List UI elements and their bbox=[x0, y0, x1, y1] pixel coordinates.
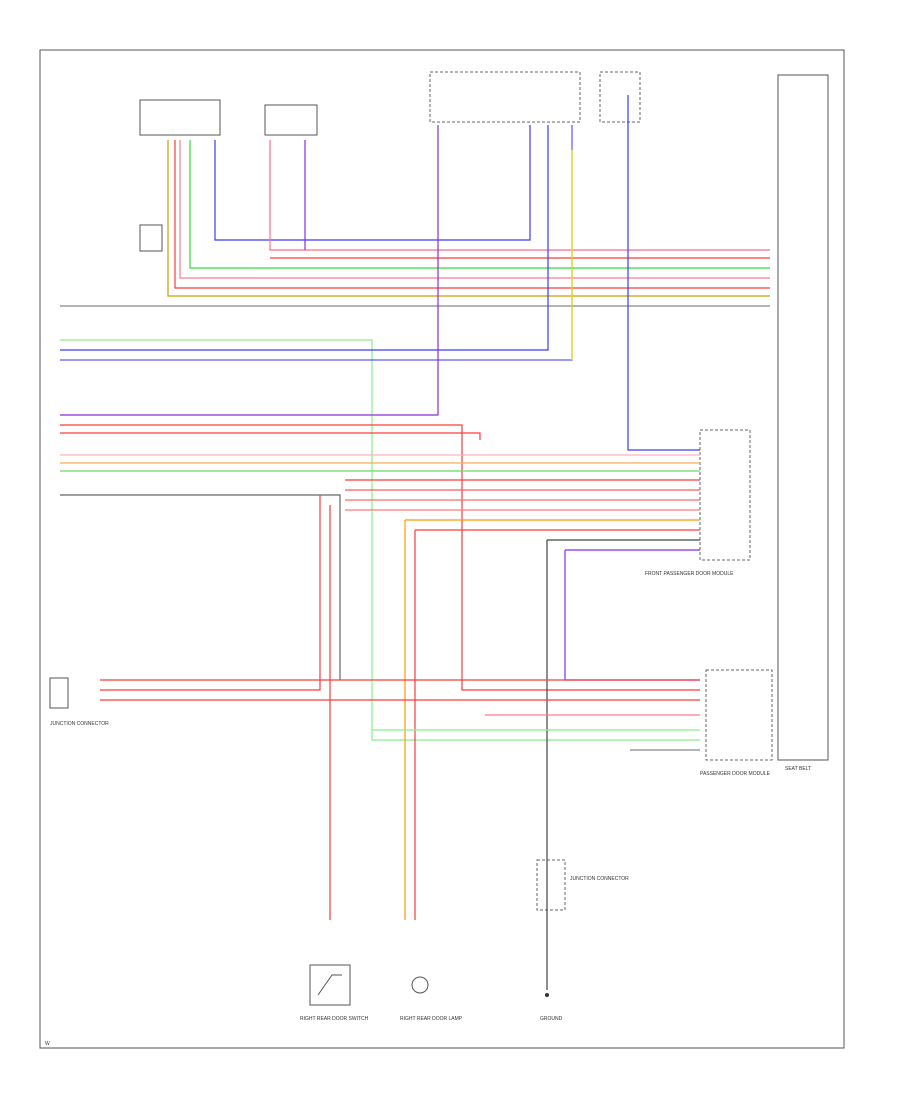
wire-red-2 bbox=[174, 140, 770, 289]
wire-red-3 bbox=[60, 424, 700, 691]
junction-connector-center bbox=[536, 859, 566, 911]
wire-orange-1 bbox=[167, 140, 770, 297]
junction-connector-center-label: JUNCTION CONNECTOR bbox=[570, 876, 629, 882]
wire-orange-3 bbox=[404, 519, 700, 920]
wire-gray-2 bbox=[60, 494, 341, 680]
wire-red-5 bbox=[100, 495, 321, 691]
wire-blue-top bbox=[214, 125, 531, 241]
wire-pink-1 bbox=[269, 140, 770, 251]
front-passenger-door-module-label: FRONT PASSENGER DOOR MODULE bbox=[645, 571, 734, 577]
wire-blue-2 bbox=[60, 125, 549, 351]
rear-door-switch bbox=[309, 964, 351, 1006]
diagram-border bbox=[39, 49, 845, 1049]
wire-blue-4 bbox=[627, 95, 700, 451]
junction-connector-left bbox=[49, 677, 69, 709]
wire-violet-2 bbox=[60, 125, 439, 416]
component-top-1 bbox=[139, 99, 221, 136]
component-top-2 bbox=[264, 104, 318, 136]
footer-code: W bbox=[45, 1041, 50, 1047]
rear-door-lamp-label: RIGHT REAR DOOR LAMP bbox=[400, 1016, 463, 1022]
wire-violet-3 bbox=[564, 549, 700, 681]
wire-red-11 bbox=[414, 529, 700, 920]
ground-symbol bbox=[545, 993, 549, 997]
ground-label: GROUND bbox=[540, 1016, 563, 1022]
passenger-door-module-label: PASSENGER DOOR MODULE bbox=[700, 771, 771, 777]
component-top-4 bbox=[599, 71, 641, 123]
wire-pink-2 bbox=[179, 140, 770, 279]
wire-lightgreen-1 bbox=[60, 339, 700, 741]
junction-connector-left-label: JUNCTION CONNECTOR bbox=[50, 721, 109, 727]
wire-blue-3 bbox=[60, 125, 573, 361]
component-top-3 bbox=[429, 71, 581, 123]
rear-door-lamp bbox=[411, 976, 429, 994]
wire-group bbox=[60, 95, 770, 990]
junction-connector-top bbox=[139, 224, 163, 252]
wire-red-4 bbox=[60, 432, 481, 440]
front-passenger-door-module bbox=[699, 429, 751, 561]
seat-belt-label: SEAT BELT bbox=[785, 766, 811, 772]
seat-belt-module bbox=[777, 74, 829, 761]
wire-gray-3 bbox=[546, 539, 700, 990]
rear-door-switch-label: RIGHT REAR DOOR SWITCH bbox=[300, 1016, 369, 1022]
rear-door-switch-symbol bbox=[317, 974, 342, 996]
wire-green-1 bbox=[189, 140, 770, 269]
passenger-door-module bbox=[705, 669, 773, 761]
